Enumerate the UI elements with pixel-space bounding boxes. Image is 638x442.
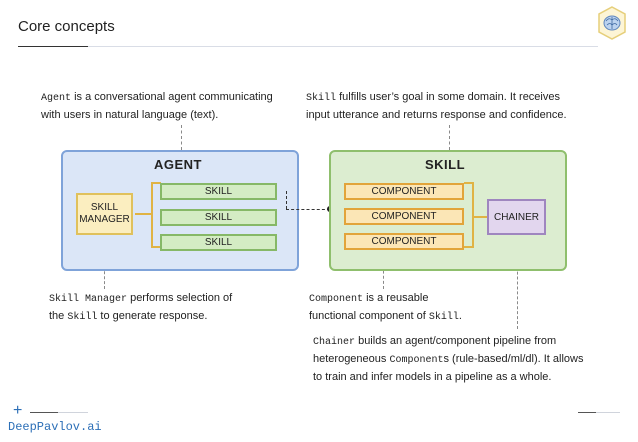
chainer-link bbox=[474, 216, 487, 218]
component-code: Component bbox=[309, 294, 364, 305]
chainer-note-rest: s (rule-based/ml/dl). It allows bbox=[443, 353, 584, 365]
chainer-note: Chainer builds an agent/component pipeli… bbox=[313, 333, 613, 386]
agent-skill-box: SKILL bbox=[160, 209, 277, 226]
agent-code: Agent bbox=[41, 93, 72, 104]
agent-panel-label: AGENT bbox=[154, 157, 202, 172]
agent-note-line1: is a conversational agent communicating bbox=[71, 91, 273, 103]
skill-manager-note-rest: to generate response. bbox=[97, 310, 208, 322]
brain-logo-icon bbox=[597, 6, 627, 40]
agent-skill-connector bbox=[286, 209, 330, 210]
skill-manager-note: Skill Manager performs selection of the … bbox=[49, 290, 279, 326]
skill-panel-label: SKILL bbox=[425, 157, 466, 172]
component-note: Component is a reusable functional compo… bbox=[309, 290, 529, 326]
skill-manager-code: Skill Manager bbox=[49, 294, 128, 305]
title-underline bbox=[18, 46, 88, 47]
manager-line2: MANAGER bbox=[79, 214, 130, 225]
footer-rule-left bbox=[30, 412, 58, 413]
component-box: COMPONENT bbox=[344, 183, 464, 200]
manager-link bbox=[135, 213, 151, 215]
footer-rule-left-light bbox=[58, 412, 88, 413]
skill-leader bbox=[449, 125, 450, 150]
chainer-box: CHAINER bbox=[487, 199, 546, 235]
skill-manager-note-line1: performs selection of bbox=[127, 292, 233, 304]
agent-note-line2: with users in natural language (text). bbox=[41, 109, 219, 121]
chainer-leader bbox=[517, 237, 518, 329]
chainer-note-line1: builds an agent/component pipeline from bbox=[355, 335, 557, 347]
component-box: COMPONENT bbox=[344, 233, 464, 250]
chainer-note-line3: to train and infer models in a pipeline … bbox=[313, 371, 552, 383]
agent-skill-box: SKILL bbox=[160, 234, 277, 251]
slide-title: Core concepts bbox=[18, 18, 115, 35]
skill-note-line2: input utterance and returns response and… bbox=[306, 109, 567, 121]
footer-rule-right-light bbox=[596, 412, 620, 413]
component-note-rest: . bbox=[458, 310, 462, 322]
footer-rule-right bbox=[578, 412, 596, 413]
skill-manager-line2-code: Skill bbox=[67, 312, 98, 323]
agent-skill-box: SKILL bbox=[160, 183, 277, 200]
component-note-line1: is a reusable bbox=[363, 292, 429, 304]
header-divider bbox=[88, 46, 598, 47]
skill-code: Skill bbox=[306, 93, 337, 104]
chainer-note-pre: heterogeneous bbox=[313, 353, 390, 365]
component-line2-code: Skill bbox=[428, 312, 459, 323]
chainer-line2-code: Component bbox=[389, 355, 444, 366]
connector-vertical bbox=[286, 191, 287, 209]
component-box: COMPONENT bbox=[344, 208, 464, 225]
agent-note: Agent is a conversational agent communic… bbox=[41, 89, 291, 124]
skill-note: Skill fulfills user’s goal in some domai… bbox=[306, 89, 606, 124]
skill-bracket bbox=[464, 182, 474, 248]
chainer-code: Chainer bbox=[313, 337, 356, 348]
brand-text: DeepPavlov.ai bbox=[8, 420, 102, 434]
agent-leader bbox=[181, 125, 182, 150]
skill-manager-note-pre: the bbox=[49, 310, 68, 322]
skill-note-line1: fulfills user’s goal in some domain. It … bbox=[336, 91, 560, 103]
agent-bracket bbox=[151, 182, 161, 248]
manager-line1: SKILL bbox=[90, 202, 119, 213]
plus-icon: + bbox=[13, 402, 23, 419]
component-note-pre: functional component of bbox=[309, 310, 429, 322]
